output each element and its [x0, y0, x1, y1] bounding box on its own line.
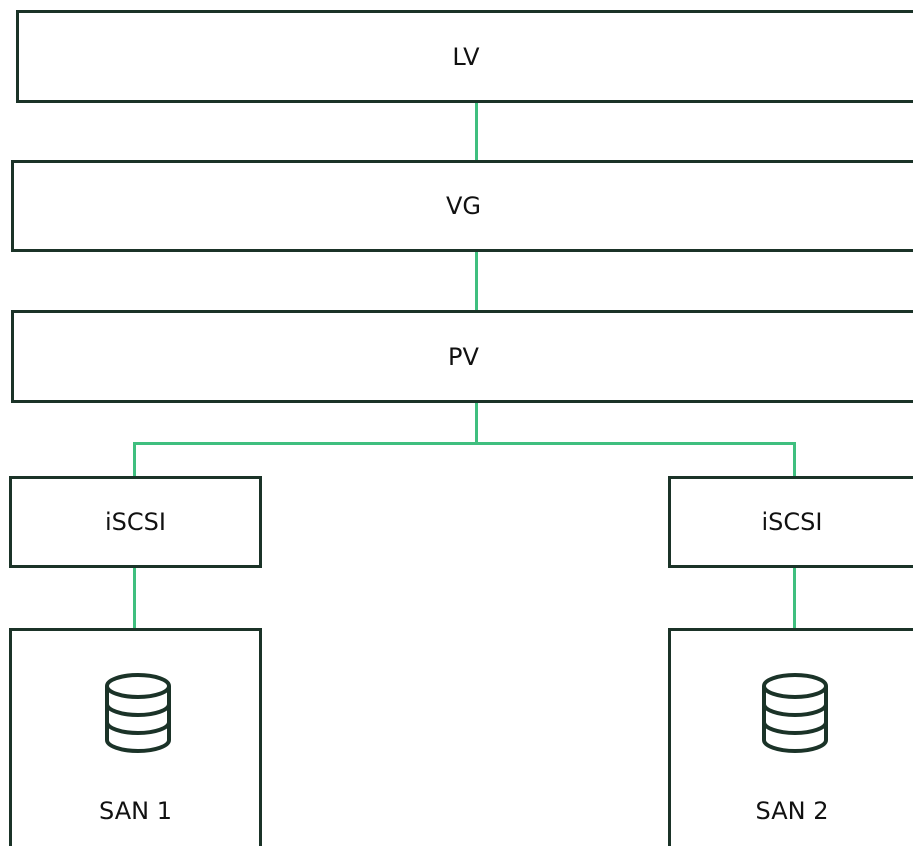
vg-box: VG: [11, 160, 913, 252]
connector-to-iscsi-left: [133, 442, 136, 476]
connector-lv-vg: [475, 103, 478, 160]
iscsi-left-label: iSCSI: [105, 508, 166, 536]
iscsi-right-label: iSCSI: [761, 508, 823, 536]
iscsi-left-box: iSCSI: [9, 476, 262, 568]
database-icon: [105, 673, 171, 754]
lv-box: LV: [16, 10, 913, 103]
san-2-label: SAN 2: [755, 797, 829, 825]
pv-label: PV: [448, 342, 479, 371]
connector-pv-split: [475, 403, 478, 445]
connector-to-iscsi-right: [793, 442, 796, 476]
connector-horizontal: [133, 442, 796, 445]
lv-label: LV: [452, 42, 480, 71]
database-icon: [762, 673, 828, 754]
san-1-label: SAN 1: [99, 797, 172, 825]
iscsi-right-box: iSCSI: [668, 476, 913, 568]
connector-iscsi-san-left: [133, 568, 136, 628]
connector-vg-pv: [475, 252, 478, 310]
vg-label: VG: [445, 192, 481, 220]
connector-iscsi-san-right: [793, 568, 796, 628]
san-1-box: SAN 1: [9, 628, 262, 846]
san-2-box: SAN 2: [668, 628, 913, 846]
pv-box: PV: [11, 310, 913, 403]
